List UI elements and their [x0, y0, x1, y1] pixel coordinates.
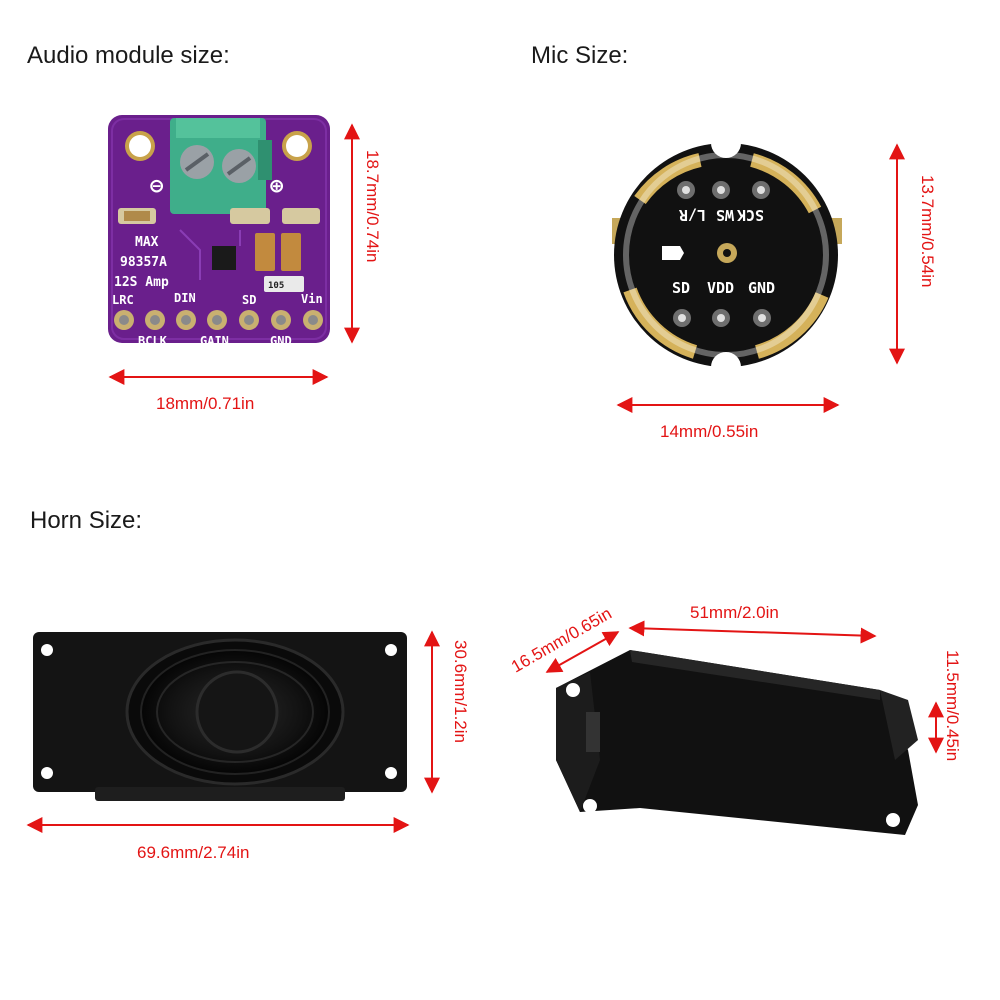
horn-front-height-label: 30.6mm/1.2in [451, 640, 470, 743]
amp-height-label: 18.7mm/0.74in [363, 150, 382, 263]
amp-header-pins [114, 310, 323, 330]
pin-label-vin: Vin [301, 292, 323, 306]
mic-height-label: 13.7mm/0.54in [918, 175, 937, 288]
mic-title: Mic Size: [531, 42, 629, 69]
mic-label-ws: WS [716, 206, 734, 224]
pin-label-gain: GAIN [200, 334, 229, 348]
horn-side-length-label: 51mm/2.0in [690, 603, 779, 622]
speaker-front [33, 632, 407, 801]
audio-module-title: Audio module size: [27, 42, 230, 69]
pin-label-lrc: LRC [112, 293, 134, 307]
mic-label-lr: L/R [678, 206, 706, 224]
pin-label-bclk: BCLK [138, 334, 168, 348]
pin-label-gnd: GND [270, 334, 292, 348]
plus-symbol: ⊕ [270, 174, 283, 199]
pin-label-sd: SD [242, 293, 256, 307]
horn-side-length-arrow [628, 620, 877, 644]
mic-label-sck: SCK [737, 206, 764, 224]
chip-label-line2: 98357A [120, 255, 167, 270]
horn-front-width-label: 69.6mm/2.74in [137, 843, 250, 862]
mic-label-gnd: GND [748, 279, 775, 297]
minus-symbol: ⊖ [150, 174, 163, 199]
pin-label-din: DIN [174, 291, 196, 305]
horn-side-depth-arrow [545, 631, 620, 673]
chip-label-line3: 12S Amp [114, 275, 169, 290]
speaker-back [556, 650, 918, 835]
horn-title: Horn Size: [30, 507, 143, 534]
mic-width-label: 14mm/0.55in [660, 422, 759, 441]
mic-label-sd: SD [672, 279, 690, 297]
mic-label-vdd: VDD [707, 279, 734, 297]
amp-board: ⊖ ⊕ MAX 98357A 12S Amp 105 LRC DIN SD Vi… [108, 115, 330, 348]
horn-side-height-label: 11.5mm/0.45in [943, 650, 962, 762]
chip-label-line1: MAX [135, 235, 159, 250]
resistor-code: 105 [268, 281, 284, 291]
mic-board: SCK WS L/R SD VDD GND [612, 128, 842, 382]
screw-terminal [170, 118, 272, 214]
amp-width-label: 18mm/0.71in [156, 394, 255, 413]
